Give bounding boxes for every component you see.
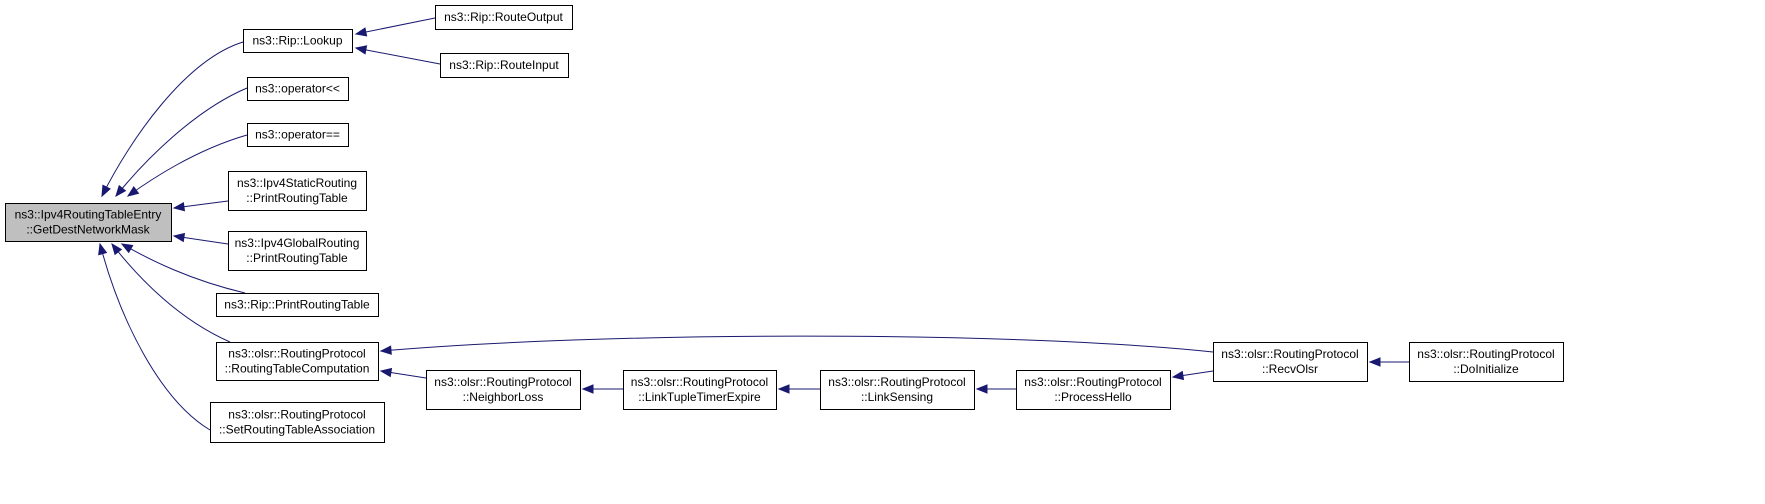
edge-routeoutput-to-lookup: [354, 17, 436, 37]
arrowhead: [354, 27, 368, 37]
arrowhead: [777, 384, 790, 394]
edge-recv-to-phello: [1171, 370, 1214, 381]
edge-phello-to-lsense: [975, 384, 1016, 394]
arrowhead: [581, 384, 594, 394]
node-label: ns3::olsr::RoutingProtocol: [228, 347, 365, 361]
edge-rtc-to-root: [111, 242, 231, 343]
arrowhead: [115, 184, 127, 198]
node-label: ::DoInitialize: [1453, 362, 1519, 376]
nodes-layer: ns3::Ipv4RoutingTableEntry::GetDestNetwo…: [5, 5, 1564, 443]
node-ltte[interactable]: ns3::olsr::RoutingProtocol::LinkTupleTim…: [623, 370, 777, 410]
node-box[interactable]: [216, 293, 379, 317]
arrowhead: [379, 367, 393, 378]
node-label: ns3::operator==: [255, 128, 340, 142]
edge-lookup-to-root: [101, 41, 244, 198]
node-label: ns3::olsr::RoutingProtocol: [828, 375, 965, 389]
node-label: ns3::olsr::RoutingProtocol: [1221, 347, 1358, 361]
node-label: ::ProcessHello: [1054, 390, 1132, 404]
arrowhead: [172, 232, 186, 243]
node-recv[interactable]: ns3::olsr::RoutingProtocol::RecvOlsr: [1213, 342, 1368, 382]
node-label: ns3::olsr::RoutingProtocol: [228, 408, 365, 422]
node-box[interactable]: [5, 203, 172, 242]
edge-ltte-to-nloss: [581, 384, 623, 394]
node-label: ns3::Rip::PrintRoutingTable: [224, 298, 370, 312]
node-label: ::PrintRoutingTable: [246, 251, 348, 265]
node-label: ns3::olsr::RoutingProtocol: [1417, 347, 1554, 361]
node-label: ns3::operator<<: [255, 82, 340, 96]
edge-opeq-to-root: [126, 134, 248, 197]
node-box[interactable]: [216, 342, 379, 381]
arrowhead: [126, 186, 140, 197]
edge-global-to-root: [172, 232, 229, 245]
edge-nloss-to-rtc: [379, 367, 427, 379]
node-srta[interactable]: ns3::olsr::RoutingProtocol::SetRoutingTa…: [210, 402, 385, 443]
edge-recv-to-rtc: [379, 335, 1214, 355]
node-label: ::LinkTupleTimerExpire: [638, 390, 761, 404]
node-box[interactable]: [435, 5, 573, 30]
node-label: ::NeighborLoss: [463, 390, 544, 404]
edge-lsense-to-ltte: [777, 384, 820, 394]
node-label: ns3::Ipv4RoutingTableEntry: [15, 208, 162, 222]
node-rtc[interactable]: ns3::olsr::RoutingProtocol::RoutingTable…: [216, 342, 379, 381]
node-label: ns3::Ipv4StaticRouting: [237, 176, 357, 190]
node-static[interactable]: ns3::Ipv4StaticRouting::PrintRoutingTabl…: [228, 171, 367, 211]
node-label: ::RoutingTableComputation: [225, 362, 370, 376]
node-box[interactable]: [440, 53, 569, 78]
node-label: ::GetDestNetworkMask: [26, 223, 150, 237]
node-oplt[interactable]: ns3::operator<<: [247, 77, 349, 101]
arrowhead: [111, 242, 123, 256]
node-label: ns3::olsr::RoutingProtocol: [631, 375, 768, 389]
node-box[interactable]: [243, 29, 353, 53]
node-box[interactable]: [820, 370, 975, 410]
node-doinit[interactable]: ns3::olsr::RoutingProtocol::DoInitialize: [1409, 342, 1564, 382]
node-opeq[interactable]: ns3::operator==: [247, 123, 349, 147]
node-routeinput[interactable]: ns3::Rip::RouteInput: [440, 53, 569, 78]
node-label: ::LinkSensing: [861, 390, 933, 404]
node-label: ::PrintRoutingTable: [246, 191, 348, 205]
node-routeoutput[interactable]: ns3::Rip::RouteOutput: [435, 5, 573, 30]
node-box[interactable]: [247, 77, 349, 101]
arrowhead: [1368, 357, 1381, 367]
node-label: ns3::Ipv4GlobalRouting: [235, 236, 360, 250]
arrowhead: [101, 184, 111, 198]
node-lookup[interactable]: ns3::Rip::Lookup: [243, 29, 353, 53]
node-box[interactable]: [1213, 342, 1368, 382]
arrowhead: [1171, 370, 1185, 381]
arrowhead: [975, 384, 988, 394]
edge-doinit-to-recv: [1368, 357, 1409, 367]
node-label: ns3::Rip::RouteOutput: [444, 10, 563, 24]
edge-routeinput-to-lookup: [354, 45, 441, 65]
node-label: ns3::olsr::RoutingProtocol: [1024, 375, 1161, 389]
arrowhead: [120, 243, 134, 254]
node-box[interactable]: [623, 370, 777, 410]
node-label: ::RecvOlsr: [1262, 362, 1318, 376]
edge-srta-to-root: [98, 242, 211, 431]
node-box[interactable]: [247, 123, 349, 147]
node-box[interactable]: [1016, 370, 1171, 410]
edges-layer: [98, 17, 1409, 431]
node-nloss[interactable]: ns3::olsr::RoutingProtocol::NeighborLoss: [426, 370, 581, 410]
edge-static-to-root: [172, 200, 229, 212]
arrowhead: [172, 201, 186, 212]
node-lsense[interactable]: ns3::olsr::RoutingProtocol::LinkSensing: [820, 370, 975, 410]
node-box[interactable]: [1409, 342, 1564, 382]
arrowhead: [98, 242, 108, 256]
node-root[interactable]: ns3::Ipv4RoutingTableEntry::GetDestNetwo…: [5, 203, 172, 242]
arrowhead: [354, 45, 368, 55]
node-global[interactable]: ns3::Ipv4GlobalRouting::PrintRoutingTabl…: [228, 231, 367, 271]
edge-rip-to-root: [120, 243, 246, 294]
node-box[interactable]: [210, 402, 385, 443]
node-phello[interactable]: ns3::olsr::RoutingProtocol::ProcessHello: [1016, 370, 1171, 410]
node-label: ns3::Rip::Lookup: [252, 34, 342, 48]
node-label: ::SetRoutingTableAssociation: [219, 423, 375, 437]
node-box[interactable]: [228, 231, 367, 271]
arrowhead: [379, 345, 392, 355]
node-label: ns3::olsr::RoutingProtocol: [434, 375, 571, 389]
edge-oplt-to-root: [115, 87, 248, 198]
node-label: ns3::Rip::RouteInput: [449, 58, 559, 72]
node-box[interactable]: [426, 370, 581, 410]
node-rip[interactable]: ns3::Rip::PrintRoutingTable: [216, 293, 379, 317]
node-box[interactable]: [228, 171, 367, 211]
